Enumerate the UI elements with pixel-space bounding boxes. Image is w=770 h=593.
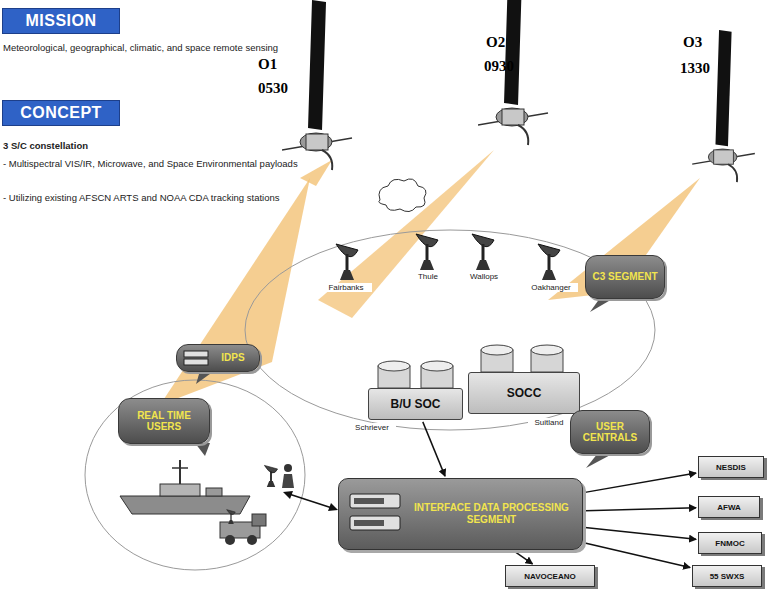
central-box: NAVOCEANO: [505, 565, 595, 587]
node-text: C3 SEGMENT: [592, 271, 657, 283]
node-text: MISSION: [25, 12, 96, 30]
node-text: NESDIS: [716, 463, 746, 472]
site-name: Suitland: [528, 418, 570, 427]
central-box: AFWA: [698, 496, 760, 518]
data-flow-arrow: [514, 551, 532, 564]
node-text: REAL TIME USERS: [125, 410, 203, 433]
operations-center: B/U SOC: [368, 388, 463, 420]
node-text: NAVOCEANO: [524, 572, 575, 581]
orbit-time: 0930: [484, 58, 528, 75]
concept-text: - Multispectral VIS/IR, Microwave, and S…: [3, 158, 298, 169]
concept-text: 3 S/C constellation: [3, 140, 243, 151]
callout-bubble: REAL TIME USERS: [118, 398, 210, 444]
data-flow-arrow: [585, 473, 696, 492]
operations-center: SOCC: [468, 372, 580, 414]
data-flow-arrow: [585, 508, 696, 511]
heading-box: MISSION: [2, 8, 120, 34]
station-name: Fairbanks: [320, 283, 372, 292]
data-flow-arrow: [585, 543, 690, 567]
mission-text: Meteorological, geographical, climatic, …: [3, 42, 278, 53]
concept-text: - Utilizing existing AFSCN ARTS and NOAA…: [3, 192, 280, 203]
station-name: Oakhanger: [524, 283, 578, 292]
central-box: FNMOC: [698, 532, 762, 554]
site-name: Schriever: [348, 423, 396, 432]
node-text: USER CENTRALS: [577, 421, 643, 444]
processing-segment: INTERFACE DATA PROCESSING SEGMENT: [338, 478, 583, 550]
heading-box: CONCEPT: [2, 100, 120, 126]
data-flow-arrow: [585, 527, 696, 539]
node-text: IDPS: [221, 352, 244, 364]
central-box: NESDIS: [698, 456, 764, 478]
node-text: AFWA: [717, 503, 741, 512]
node-text: 55 SWXS: [710, 572, 745, 581]
orbit-label: O2: [486, 34, 516, 51]
callout-bubble: IDPS: [176, 344, 260, 372]
central-box: 55 SWXS: [692, 565, 762, 587]
orbit-time: 1330: [680, 60, 724, 77]
orbit-label: O1: [258, 56, 288, 73]
data-flow-arrow: [423, 422, 445, 476]
node-text: INTERFACE DATA PROCESSING SEGMENT: [409, 502, 574, 527]
callout-bubble: C3 SEGMENT: [585, 255, 665, 299]
node-text: B/U SOC: [390, 397, 440, 411]
node-text: FNMOC: [715, 539, 744, 548]
node-text: CONCEPT: [20, 104, 102, 122]
callout-bubble: USER CENTRALS: [570, 410, 650, 454]
orbit-time: 0530: [258, 80, 302, 97]
station-name: Thule: [412, 272, 444, 281]
node-text: SOCC: [507, 386, 542, 400]
station-name: Wallops: [465, 272, 503, 281]
orbit-label: O3: [683, 34, 713, 51]
